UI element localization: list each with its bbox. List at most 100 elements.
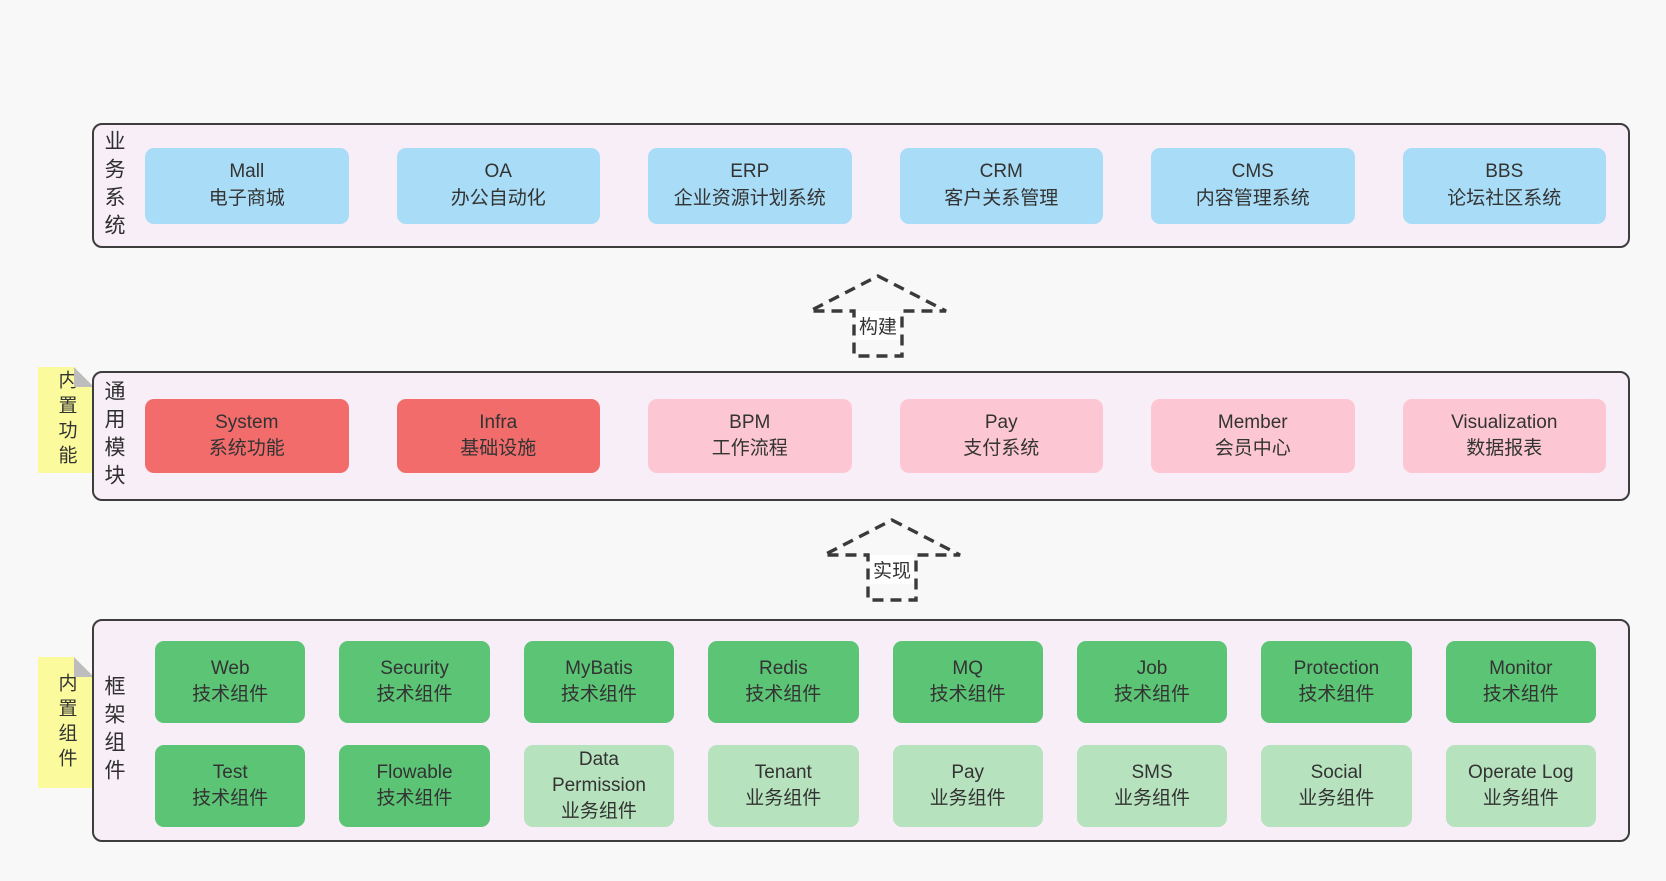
box-title-en: Redis: [759, 657, 808, 679]
box-title-en: System: [215, 411, 279, 433]
box-test: Test 技术组件: [155, 745, 306, 827]
box-title-zh: 技术组件: [1114, 684, 1191, 705]
box-title-zh: 客户关系管理: [944, 187, 1059, 209]
box-title-zh: 技术组件: [376, 684, 453, 705]
note-fold-corner: [74, 657, 94, 677]
box-title-zh: 技术组件: [1298, 684, 1375, 705]
box-title-zh: 技术组件: [1482, 684, 1559, 705]
box-job: Job 技术组件: [1076, 641, 1228, 723]
box-protection: Protection 技术组件: [1261, 641, 1412, 723]
box-title-en: BPM: [729, 411, 771, 433]
box-title-en: MyBatis: [565, 657, 633, 679]
box-erp: ERP 企业资源计划系统: [648, 147, 852, 224]
box-title-zh: 业务组件: [1482, 788, 1559, 809]
box-title-en: CRM: [979, 161, 1023, 183]
box-title-zh: 技术组件: [929, 684, 1006, 705]
modules-layer: 通用模块 System 系统功能 Infra 基础设施 BPM 工作流程 Pay…: [92, 371, 1630, 501]
box-title-en: Member: [1217, 411, 1288, 433]
box-monitor: Monitor 技术组件: [1445, 641, 1596, 723]
business-layer: 业务系统 Mall 电子商城 OA 办公自动化 ERP 企业资源计划系统 CRM…: [92, 123, 1630, 248]
box-crm: CRM 客户关系管理: [899, 147, 1103, 224]
box-title-en: CMS: [1231, 161, 1274, 183]
box-title-zh: 电子商城: [208, 187, 285, 209]
box-title-zh: 办公自动化: [450, 187, 546, 209]
box-oa: OA 办公自动化: [396, 147, 600, 224]
box-title-en: Monitor: [1489, 657, 1553, 679]
box-title-zh: 会员中心: [1214, 438, 1291, 459]
box-title-en: MQ: [952, 657, 983, 679]
business-box-row: Mall 电子商城 OA 办公自动化 ERP 企业资源计划系统 CRM 客户关系…: [145, 147, 1606, 224]
builtin-components-note: 内置组件: [38, 657, 94, 788]
components-layer-label: 框架组件: [102, 674, 125, 787]
up-arrow-icon: [809, 274, 947, 358]
box-title-en: Pay: [951, 761, 985, 783]
components-box-row-1: Web 技术组件 Security 技术组件 MyBatis 技术组件 Redi…: [155, 641, 1596, 723]
up-arrow-icon: [823, 518, 961, 602]
implement-arrow-label: 实现: [869, 555, 915, 584]
box-mq: MQ 技术组件: [892, 641, 1043, 723]
builtin-features-note-label: 内置功能: [55, 370, 77, 470]
box-social: Social 业务组件: [1261, 745, 1412, 827]
box-redis: Redis 技术组件: [708, 641, 859, 723]
box-title-zh: 技术组件: [745, 684, 822, 705]
box-title-en: ERP: [730, 161, 770, 183]
box-security: Security 技术组件: [339, 641, 490, 723]
box-title-en: Flowable: [376, 761, 453, 783]
box-title-en: Tenant: [754, 761, 812, 783]
box-title-en: Job: [1136, 657, 1168, 679]
components-box-row-2: Test 技术组件 Flowable 技术组件 Data Permission …: [155, 745, 1596, 827]
note-fold-corner: [74, 367, 94, 387]
box-pay-component: Pay 业务组件: [892, 745, 1043, 827]
builtin-components-note-label: 内置组件: [55, 672, 77, 773]
box-system: System 系统功能: [145, 399, 349, 473]
box-title-zh: 技术组件: [560, 684, 637, 705]
box-bpm: BPM 工作流程: [648, 399, 852, 473]
box-title-en: Security: [380, 657, 449, 679]
box-title-zh: 业务组件: [745, 788, 822, 809]
box-title-zh: 业务组件: [560, 801, 637, 823]
box-title-en: Pay: [984, 411, 1018, 433]
box-visualization: Visualization 数据报表: [1402, 399, 1606, 473]
box-title-zh: 论坛社区系统: [1447, 187, 1562, 209]
box-title-zh: 系统功能: [208, 438, 285, 459]
box-pay-module: Pay 支付系统: [899, 399, 1103, 473]
box-web: Web 技术组件: [155, 641, 306, 723]
box-title-zh: 工作流程: [711, 438, 788, 459]
implement-arrow: 实现: [822, 518, 962, 602]
box-title-zh: 基础设施: [460, 438, 537, 459]
box-title-zh: 业务组件: [1114, 788, 1191, 809]
box-title-zh: 技术组件: [376, 788, 453, 809]
box-title-en: Operate Log: [1467, 761, 1574, 783]
box-title-en: BBS: [1485, 161, 1524, 183]
box-data-permission: Data Permission 业务组件: [523, 745, 675, 827]
box-title-en: OA: [484, 161, 512, 183]
build-arrow-label: 构建: [855, 311, 901, 340]
components-layer: 框架组件 Web 技术组件 Security 技术组件 MyBatis 技术组件…: [92, 619, 1630, 842]
modules-box-row: System 系统功能 Infra 基础设施 BPM 工作流程 Pay 支付系统…: [145, 399, 1606, 473]
box-title-en: Social: [1310, 761, 1363, 783]
box-cms: CMS 内容管理系统: [1151, 147, 1355, 224]
box-title-zh: 业务组件: [1298, 788, 1375, 809]
box-title-en: SMS: [1131, 761, 1173, 783]
box-mybatis: MyBatis 技术组件: [523, 641, 675, 723]
box-bbs: BBS 论坛社区系统: [1402, 147, 1606, 224]
builtin-features-note: 内置功能: [38, 367, 94, 473]
modules-layer-label: 通用模块: [102, 380, 125, 492]
box-title-zh: 内容管理系统: [1195, 187, 1310, 209]
box-flowable: Flowable 技术组件: [339, 745, 490, 827]
box-title-zh: 技术组件: [192, 684, 269, 705]
box-title-en: Web: [210, 657, 250, 679]
box-operate-log: Operate Log 业务组件: [1445, 745, 1596, 827]
build-arrow: 构建: [808, 274, 948, 358]
box-tenant: Tenant 业务组件: [708, 745, 859, 827]
box-title-zh: 支付系统: [963, 438, 1040, 459]
box-title-zh: 企业资源计划系统: [673, 187, 826, 209]
box-infra: Infra 基础设施: [396, 399, 600, 473]
box-title-en: Data Permission: [551, 748, 646, 796]
box-title-zh: 数据报表: [1466, 438, 1543, 459]
box-title-en: Test: [212, 761, 248, 783]
box-title-en: Visualization: [1451, 411, 1558, 433]
box-member: Member 会员中心: [1151, 399, 1355, 473]
box-title-en: Mall: [229, 161, 265, 183]
